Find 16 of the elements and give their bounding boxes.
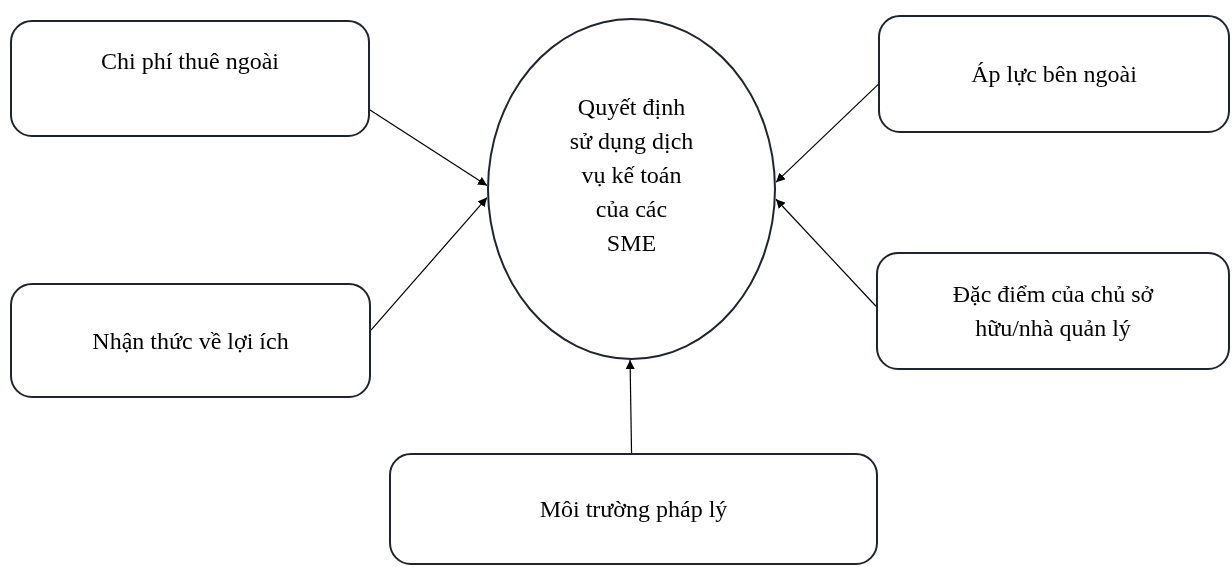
arrow xyxy=(775,84,879,183)
factor-box xyxy=(10,283,371,398)
arrow xyxy=(370,196,488,331)
node-label: Quyết định sử dụng dịch vụ kế toán của các SME xyxy=(569,93,694,258)
factor-box xyxy=(389,453,878,565)
arrow xyxy=(625,359,635,454)
node-label: Nhận thức về lợi ích xyxy=(92,326,289,356)
factor-box xyxy=(876,252,1230,370)
node-label: Áp lực bên ngoài xyxy=(971,60,1137,89)
node-label: Môi trường pháp lý xyxy=(539,495,728,524)
arrow xyxy=(775,198,877,307)
factor-box xyxy=(878,15,1230,133)
arrow xyxy=(369,109,488,187)
node-label: Đặc điểm của chủ sở hữu/nhà quản lý xyxy=(951,280,1155,343)
node-label: Chi phí thuê ngoài xyxy=(101,47,279,76)
factor-box xyxy=(10,20,370,137)
